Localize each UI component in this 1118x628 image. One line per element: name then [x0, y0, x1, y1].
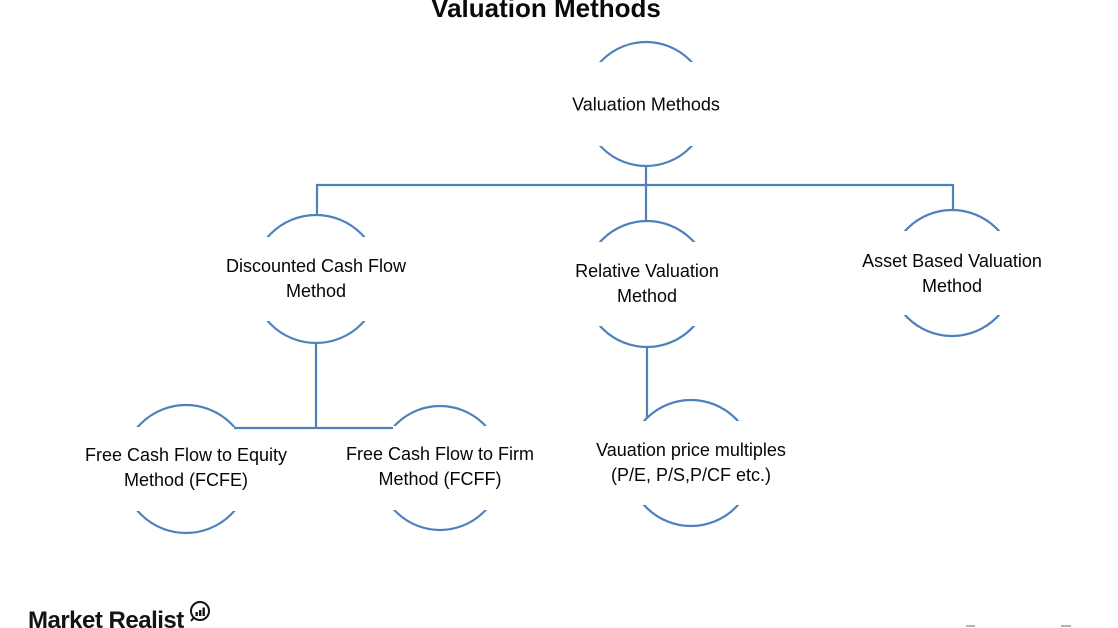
node-label-line: Vauation price multiples — [596, 440, 786, 460]
node-text-band-price-multiples — [624, 421, 758, 505]
node-label-discounted-cash-flow: Discounted Cash Flow Method — [226, 254, 406, 304]
node-label-line: Method — [285, 281, 347, 301]
cutoff-text-fragment — [966, 625, 975, 627]
node-label-line: Free Cash Flow to Equity — [84, 445, 288, 465]
node-label-line: Relative Valuation — [575, 261, 719, 281]
node-text-band-valuation-methods — [580, 62, 712, 146]
node-label-line: Valuation Methods — [572, 94, 720, 115]
page-title: Valuation Methods — [431, 0, 661, 23]
node-label-line: Method (FCFE) — [123, 470, 249, 490]
node-label-price-multiples: Vauation price multiples (P/E, P/S,P/CF … — [596, 438, 786, 488]
node-text-band-relative-valuation — [580, 242, 714, 326]
node-label-relative-valuation: Relative Valuation Method — [575, 259, 719, 309]
cutoff-text-fragment — [1061, 625, 1071, 627]
node-label-fcfe: Free Cash Flow to Equity Method (FCFE) — [85, 443, 287, 493]
node-label-line: Method — [921, 276, 983, 296]
node-label-line: (P/E, P/S,P/CF etc.) — [610, 465, 772, 485]
watermark-logo: Market Realist — [28, 601, 210, 628]
node-label-asset-based-valuation: Asset Based Valuation Method — [862, 249, 1042, 299]
node-label-line: Free Cash Flow to Firm — [345, 444, 535, 464]
bar-chart-badge-icon — [190, 601, 210, 622]
node-text-band-fcfe — [118, 427, 254, 511]
node-label-line: Method — [616, 286, 678, 306]
node-label-line: Method (FCFF) — [378, 469, 502, 489]
node-text-band-fcff — [374, 426, 506, 510]
node-label-line: Asset Based Valuation — [862, 251, 1042, 271]
node-label-line: Discounted Cash Flow — [225, 256, 407, 276]
node-label-fcff: Free Cash Flow to Firm Method (FCFF) — [346, 442, 534, 492]
node-text-band-discounted-cash-flow — [248, 237, 384, 321]
watermark-text: Market Realist — [28, 607, 184, 628]
node-text-band-asset-based-valuation — [885, 231, 1019, 315]
node-label-valuation-methods: Valuation Methods — [572, 93, 720, 118]
